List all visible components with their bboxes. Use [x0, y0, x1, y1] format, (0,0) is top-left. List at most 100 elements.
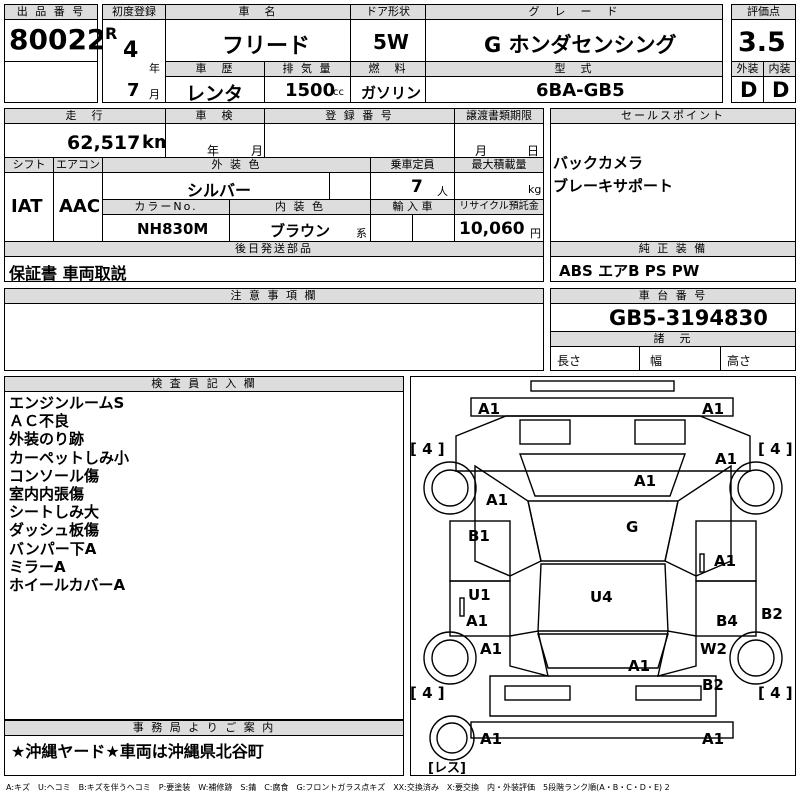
reg-month: 7 [127, 80, 140, 101]
shift-header: シフト [4, 157, 54, 173]
damage-mark: A1 [714, 552, 737, 570]
later-parts-cell: 保証書 車両取説 [4, 256, 544, 283]
load-header: 最大積載量 [454, 157, 544, 173]
damage-mark: A1 [486, 491, 509, 509]
lot-number: 80022 [9, 23, 107, 56]
recycle-fee: 10,060 [459, 219, 525, 239]
score-header: 評価点 [731, 4, 796, 20]
tire-rear-left [423, 631, 477, 685]
disp-unit: cc [333, 87, 344, 98]
tire-tread: [ 4 ] [410, 684, 445, 702]
damage-mark: A1 [702, 730, 725, 748]
ext-color-header: 外 装 色 [102, 157, 371, 173]
genuine-cell: ABS エアB PS PW [550, 256, 796, 282]
mileage-header: 走 行 [4, 108, 166, 124]
inspector-note: ダッシュ板傷 [9, 521, 100, 540]
sales-cell: バックカメラ ブレーキサポート [550, 123, 796, 258]
inspector-notes-list: エンジンルームS ＡＣ不良 外装のり跡 カーペットしみ小 コンソール傷 室内内張… [9, 394, 129, 594]
capacity-unit: 人 [437, 185, 448, 198]
tire-front-left [423, 461, 477, 515]
lot-header: 出 品 番 号 [4, 4, 98, 20]
rear-glass [537, 633, 669, 669]
model-cell: 6BA-GB5 [425, 76, 723, 103]
load-unit: kg [528, 183, 542, 196]
recycle-header: リサイクル預託金 [454, 199, 544, 215]
ac-header: エアコン [53, 157, 103, 173]
tire-tread: [ 4 ] [758, 440, 793, 458]
damage-mark: B2 [761, 605, 783, 623]
later-parts-header: 後日発送部品 [4, 241, 544, 257]
rear-bumper [470, 721, 734, 739]
right-quarter [657, 630, 697, 677]
notes-header: 注 意 事 項 欄 [4, 288, 544, 304]
shift-cell: IAT [4, 172, 54, 242]
import-cell-b [412, 214, 455, 242]
int-grade: D [772, 78, 790, 102]
damage-mark: U1 [468, 586, 491, 604]
damage-mark: A1 [478, 400, 501, 418]
damage-mark: B4 [716, 612, 738, 630]
inspector-box [4, 376, 404, 720]
color-no: NH830M [137, 220, 209, 238]
damage-mark: A1 [702, 400, 725, 418]
tire-front-right [729, 461, 783, 515]
damage-mark: A1 [480, 640, 503, 658]
history: レンタ [186, 83, 244, 105]
model-header: 型 式 [425, 61, 723, 77]
color-no-header: カラーNo. [102, 199, 230, 215]
mileage: 62,517 [67, 132, 141, 154]
aircon: AAC [59, 196, 101, 217]
inspector-note: ホイールカバーA [9, 576, 126, 595]
disp-header: 排 気 量 [264, 61, 351, 77]
int-color-suffix: 系 [356, 227, 367, 240]
damage-mark: W2 [700, 640, 727, 658]
int-color: ブラウン [270, 222, 331, 240]
fuel-cell: ガソリン [350, 76, 426, 103]
reg-month-unit: 月 [149, 88, 160, 101]
reg-no-cell [264, 123, 455, 158]
tire-tread: [ 4 ] [410, 440, 445, 458]
disp-cell: 1500 cc [264, 76, 351, 103]
left-quarter [509, 630, 549, 677]
transfer-header: 譲渡書類期限 [454, 108, 544, 124]
damage-mark: A1 [634, 472, 657, 490]
color-no-cell: NH830M [102, 214, 230, 242]
lot-blank-cell [4, 61, 98, 103]
car-diagram [423, 380, 783, 761]
damage-mark: A1 [466, 612, 489, 630]
damage-mark: A1 [628, 657, 651, 675]
spec-wid-cell: 幅 [639, 346, 721, 371]
lot-number-cell: 80022 [4, 19, 106, 62]
reg-year: 4 [123, 38, 139, 63]
tire-tread: [ 4 ] [758, 684, 793, 702]
int-grade-header: 内装 [763, 61, 796, 77]
inspection-header: 車 検 [165, 108, 265, 124]
office-header: 事 務 局 よ り ご 案 内 [4, 720, 404, 736]
car-diagram-box [410, 376, 796, 776]
inspector-note: ミラーA [9, 557, 66, 576]
spare-tire [429, 715, 475, 761]
int-grade-cell: D [763, 76, 796, 103]
notes-cell [4, 303, 544, 371]
inspector-note: カーペットしみ小 [9, 448, 130, 467]
spec-length: 長さ [557, 354, 582, 368]
hood [519, 453, 686, 497]
chassis-header: 車 台 番 号 [550, 288, 796, 304]
right-fender [664, 464, 732, 577]
reg-no-header: 登 録 番 号 [264, 108, 455, 124]
capacity-header: 乗車定員 [370, 157, 455, 173]
ac-cell: AAC [53, 172, 103, 242]
ext-grade: D [740, 78, 758, 102]
office-cell: ★沖縄ヤード★車両は沖縄県北谷町 [4, 735, 404, 776]
sales-point: バックカメラ [553, 154, 644, 172]
inspector-note: シートしみ大 [9, 503, 100, 522]
first-reg-header: 初度登録 [102, 4, 166, 20]
spare-label: [レス] [428, 761, 466, 776]
score-cell: 3.5 [731, 19, 796, 62]
fuel-header: 燃 料 [350, 61, 426, 77]
door-header: ドア形状 [350, 4, 426, 20]
spec-width: 幅 [650, 354, 663, 368]
car-name-cell: フリード [165, 19, 351, 62]
ext-grade-header: 外装 [731, 61, 764, 77]
sales-header: セールスポイント [550, 108, 796, 124]
